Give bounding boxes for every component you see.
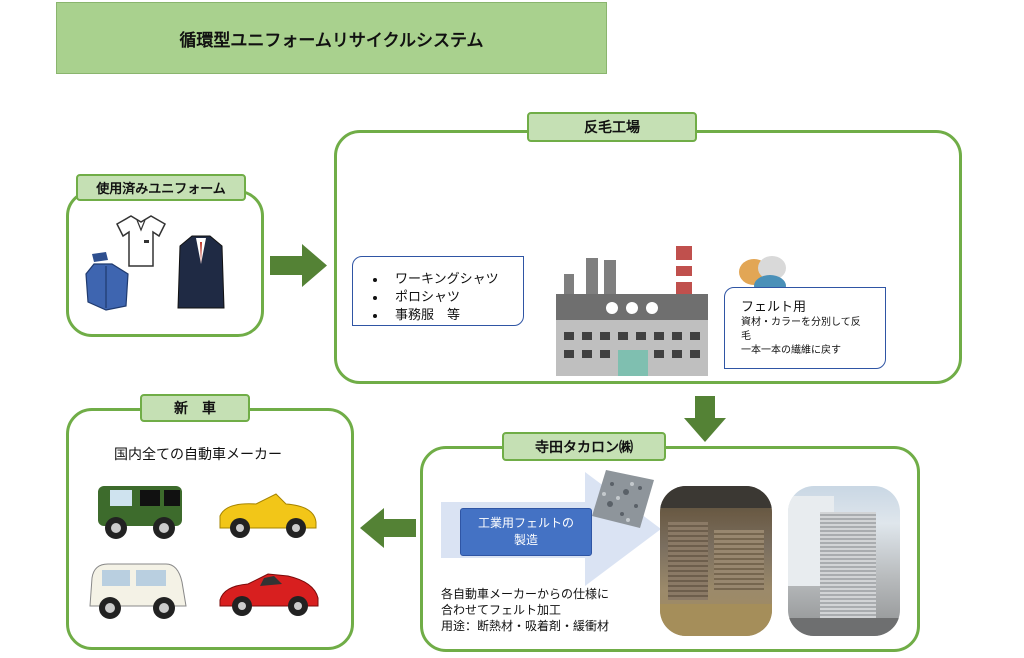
arrow-left-icon [360, 508, 416, 548]
company-description-line: 各自動車メーカーからの仕様に [441, 587, 610, 601]
page-title: 循環型ユニフォームリサイクルシステム [179, 30, 484, 51]
garment-item: ワーキングシャツ [387, 271, 523, 289]
car-icon [219, 493, 317, 538]
company-description: 各自動車メーカーからの仕様に 合わせてフェルト加工 用途：断熱材・吸着剤・緩衝材 [441, 586, 609, 634]
garment-list-box: ワーキングシャツ ポロシャツ 事務服 等 [352, 256, 524, 326]
company-label: 寺田タカロン㈱ [535, 439, 633, 456]
factory-icon [556, 246, 708, 376]
garment-item: 事務服 等 [387, 307, 523, 325]
felt-note-title: フェルト用 [741, 300, 807, 315]
car-icon [98, 486, 182, 539]
warehouse-photo [660, 486, 772, 636]
arrow-right-icon [270, 244, 327, 287]
felt-stack-photo [788, 486, 900, 636]
company-description-line: 用途：断熱材・吸着剤・緩衝材 [441, 619, 610, 633]
work-jacket-icon [85, 252, 129, 311]
felt-note-line: 資材・カラーを分別して反 [741, 317, 861, 328]
company-description-line: 合わせてフェルト加工 [441, 603, 562, 617]
arrow-down-icon [684, 396, 726, 442]
factory-tag: 反毛工場 [527, 112, 697, 142]
felt-note-line: 一本一本の繊維に戻す [741, 345, 841, 356]
used-uniform-tag: 使用済みユニフォーム [76, 174, 246, 201]
polo-shirt-icon [116, 215, 166, 267]
felt-note-box: フェルト用 資材・カラーを分別して反 毛 一本一本の繊維に戻す [724, 287, 886, 369]
new-car-tag: 新 車 [140, 394, 250, 422]
new-car-description: 国内全ての自動車メーカー [114, 447, 282, 463]
used-uniform-label: 使用済みユニフォーム [96, 182, 226, 197]
company-tag: 寺田タカロン㈱ [502, 432, 666, 461]
car-icon [219, 573, 319, 616]
title-banner: 循環型ユニフォームリサイクルシステム [56, 2, 607, 74]
new-car-label: 新 車 [174, 401, 216, 417]
suit-icon [177, 235, 225, 309]
factory-label: 反毛工場 [584, 120, 640, 136]
garment-list: ワーキングシャツ ポロシャツ 事務服 等 [353, 257, 523, 325]
felt-manufacturing-line: 製造 [513, 533, 538, 547]
felt-sample-icon [592, 470, 654, 528]
garment-item: ポロシャツ [387, 289, 523, 307]
felt-note-line: 毛 [741, 331, 751, 342]
car-icon [89, 563, 187, 619]
felt-manufacturing-box: 工業用フェルトの 製造 [460, 508, 592, 556]
felt-manufacturing-line: 工業用フェルトの [477, 516, 574, 530]
